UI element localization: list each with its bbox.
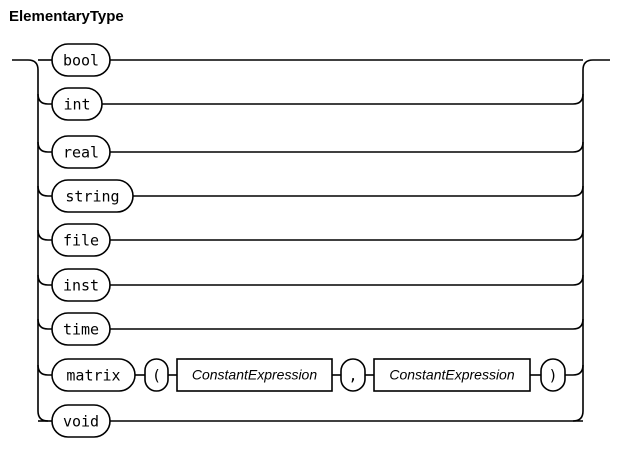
nonterminal-7-4-label: ConstantExpression [389,367,515,383]
terminal-2-0-label: real [63,144,99,162]
terminal-3-0-box[interactable] [51,179,134,213]
terminal-7-5-box[interactable] [540,358,566,392]
branch-stub-right-7 [565,364,584,376]
terminal-1-0-box[interactable] [51,87,103,121]
terminal-0-0-box[interactable] [51,43,111,77]
terminal-1-0-label: int [63,96,90,114]
terminal-4-0-box[interactable] [51,223,111,257]
terminal-6-0-label: time [63,321,99,339]
terminal-7-0-label: matrix [66,367,120,385]
terminal-4-0-label: file [63,232,99,250]
nonterminal-7-2-box[interactable] [176,358,333,392]
terminal-7-3-label: , [348,367,357,385]
terminal-0-0-label: bool [63,52,99,70]
branch-stub-left-7 [37,364,52,376]
terminal-7-5-label: ) [548,367,557,385]
branch-stub-right-5 [110,274,584,286]
terminal-8-0-label: void [63,413,99,431]
branch-stub-left-4 [37,229,52,241]
terminal-7-0-box[interactable] [51,358,136,392]
terminal-7-3-box[interactable] [340,358,366,392]
railroad-track-rails [12,59,610,422]
branch-stub-right-4 [110,229,584,241]
branch-stub-left-3 [37,185,52,197]
branch-stub-left-6 [37,318,52,330]
terminal-8-0-box[interactable] [51,404,111,438]
terminal-7-1-label: ( [152,367,161,385]
terminal-3-0-label: string [65,188,119,206]
page-title: ElementaryType [9,8,124,25]
terminal-5-0-box[interactable] [51,268,111,302]
terminal-5-0-label: inst [63,277,99,295]
branch-stub-right-6 [110,318,584,330]
railroad-node-group: bool int real string file inst time matrix ( Cons… [51,43,566,438]
terminal-2-0-box[interactable] [51,135,111,169]
terminal-7-1-box[interactable] [144,358,169,392]
branch-stub-left-1 [37,93,52,105]
terminal-6-0-box[interactable] [51,312,111,346]
branch-stub-left-5 [37,274,52,286]
left-rail [12,59,49,422]
branch-stub-left-2 [37,141,52,153]
branch-stub-right-3 [133,185,584,197]
nonterminal-7-2-label: ConstantExpression [192,367,318,383]
branch-stub-right-2 [110,141,584,153]
branch-stub-right-1 [102,93,584,105]
nonterminal-7-4-box[interactable] [373,358,531,392]
right-rail [572,59,610,422]
